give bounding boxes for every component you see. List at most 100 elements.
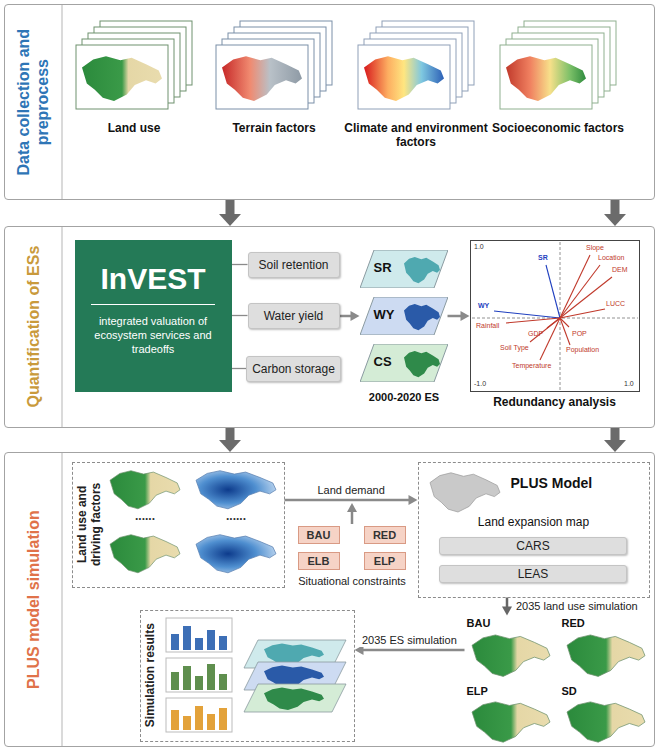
map-label: Climate and environment factors (341, 122, 491, 150)
land-use-maps-part (76, 45, 168, 109)
map-label: RED (562, 617, 585, 630)
bar-chart-part (171, 634, 179, 650)
rda-variable: DEM (612, 266, 628, 273)
connector (604, 200, 626, 226)
arrow-head (502, 607, 512, 616)
rda-vectors (494, 255, 612, 360)
panel-title: Data collection and preprocess (14, 8, 52, 195)
scenario-map: ELP (465, 684, 552, 742)
panel-divider (62, 5, 63, 746)
arrow-head (351, 311, 360, 321)
connector (219, 200, 241, 226)
edge-label: 2035 ES simulation (360, 634, 459, 647)
bar-chart-part (166, 698, 232, 732)
terrain-maps (216, 21, 332, 109)
connector (448, 311, 470, 321)
panel-divider-part (62, 453, 63, 746)
rda-vectors-part (494, 311, 560, 318)
scenario-box: RED (364, 526, 406, 544)
box-label: CARS (516, 539, 549, 553)
connector-line (611, 200, 620, 216)
rda-variable: Slope (586, 244, 604, 251)
scenario-map-shapes-part (472, 702, 550, 742)
scenario-map-shapes (472, 635, 645, 742)
connector (340, 311, 360, 321)
process-box: Carbon storage (246, 356, 341, 382)
scenario-box: ELB (298, 552, 340, 570)
box-label: Carbon storage (252, 362, 335, 376)
scenario-map: BAU (465, 616, 552, 676)
layer-map (404, 256, 440, 282)
rda-vectors-part (560, 309, 605, 318)
connector (502, 598, 512, 616)
layer-map (404, 350, 440, 376)
layer-map (404, 303, 440, 329)
bar-chart-part (207, 630, 215, 650)
rda-vectors-part (540, 318, 560, 360)
scenario-map: RED (560, 616, 647, 676)
land-use-maps-part (82, 56, 162, 101)
model-box: InVESTintegrated valuation of ecosystem … (75, 240, 232, 392)
layer-shape (360, 344, 448, 382)
arrow-head (219, 440, 241, 452)
map-label: Terrain factors (209, 122, 339, 136)
box-label: BAU (307, 529, 331, 541)
group-title: Land use and driving factors (75, 466, 104, 581)
map-label: ELP (467, 685, 488, 698)
panel-title: Quantification of ESs (24, 230, 43, 423)
driving-factor-maps-part (110, 535, 180, 573)
scenario-box: BAU (298, 526, 340, 544)
rda-vectors-part (506, 318, 560, 323)
connector (232, 264, 248, 265)
connector-line (506, 598, 509, 608)
rda-variable: Location (598, 254, 624, 261)
map-layer: CS (360, 344, 448, 382)
group-box: Simulation results (140, 610, 355, 742)
axis-tick: 1.0 (474, 243, 484, 250)
bar-chart-part (219, 636, 227, 650)
bar-chart-part (207, 664, 215, 690)
panel-divider-part (62, 227, 63, 427)
driving-factor-maps-part (196, 535, 276, 573)
arrow-head (604, 214, 626, 226)
driving-factor-maps (110, 471, 276, 573)
box-label: Water yield (264, 309, 324, 323)
scenario-map: SD (560, 684, 647, 742)
arrow-head (409, 495, 418, 505)
bar-chart-part (171, 672, 179, 690)
es-map-stack (244, 640, 346, 712)
bar-chart-part (207, 714, 215, 730)
ellipsis: ...... (125, 510, 165, 524)
socioeconomic-maps-part (500, 45, 592, 109)
box-label: LEAS (518, 567, 549, 581)
arrow-head (604, 440, 626, 452)
connector-line (232, 315, 248, 316)
bar-chart-part (166, 658, 232, 692)
bar-chart-part (195, 706, 203, 730)
rda-vectors-part (560, 255, 590, 318)
rda-variable: Population (566, 346, 599, 353)
bar-chart-part (171, 710, 179, 730)
connector-line (448, 315, 462, 318)
connector-line (362, 649, 464, 652)
map-label: Land use (69, 122, 199, 136)
group-title: Simulation results (143, 615, 157, 736)
rda-variable: WY (478, 302, 489, 309)
rda-variable: LUCC (606, 300, 625, 307)
land-use-maps (76, 21, 192, 109)
axis-tick: -1.0 (474, 380, 486, 387)
terrain-maps-part (222, 56, 302, 101)
sub-title: Land expansion map (419, 516, 649, 530)
bar-chart-part (183, 716, 191, 730)
arrow-head (219, 214, 241, 226)
map-label: BAU (467, 617, 491, 630)
connector-line (226, 200, 235, 216)
layer-shape (360, 250, 448, 288)
terrain-maps-part (216, 45, 308, 109)
panel: Data collection and preprocess (4, 4, 655, 200)
model-name: InVEST (100, 262, 205, 295)
expansion-map (430, 473, 500, 512)
layer-label: SR (374, 261, 392, 276)
bar-chart-part (166, 618, 232, 652)
